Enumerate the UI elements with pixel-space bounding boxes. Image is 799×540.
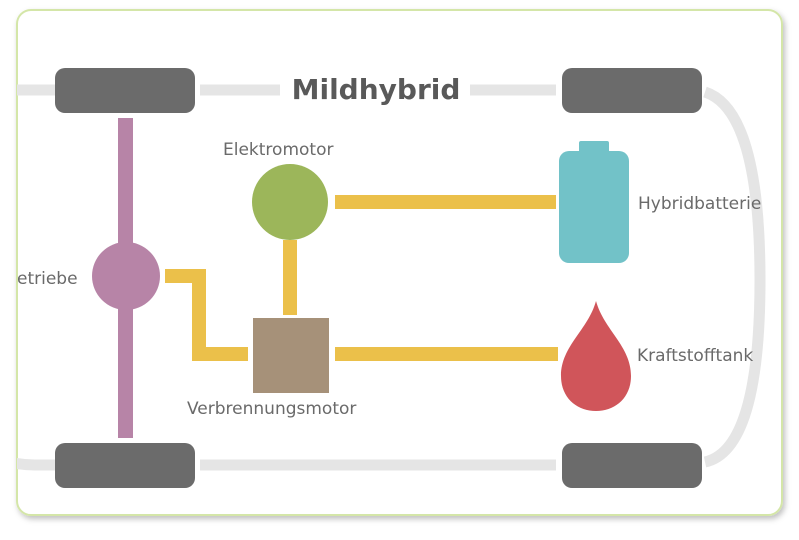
- wheel-rear-left: [55, 443, 195, 488]
- label-verbrennungsmotor: Verbrennungsmotor: [187, 399, 356, 419]
- battery-icon: [559, 141, 629, 263]
- diagram-content: Mildhybrid etriebe Elektromotor Verbrenn…: [17, 68, 766, 488]
- battery-body: [559, 151, 629, 263]
- label-kraftstofftank: Kraftstofftank: [637, 346, 753, 366]
- transmission-node: [92, 242, 160, 310]
- label-elektromotor: Elektromotor: [223, 140, 333, 160]
- title-backing: [283, 70, 468, 110]
- electric-motor-node: [252, 164, 328, 240]
- combustion-engine-node: [253, 318, 329, 393]
- chassis-left-curve: [17, 450, 60, 471]
- wheel-front-right: [562, 68, 702, 113]
- energy-links: [165, 195, 558, 361]
- fuel-drop-icon: [561, 301, 631, 411]
- wheel-front-left: [55, 68, 195, 113]
- link-transmission-engine: [165, 269, 248, 361]
- label-hybridbatterie: Hybridbatterie: [638, 194, 761, 214]
- label-getriebe: etriebe: [17, 269, 78, 289]
- wheel-rear-right: [562, 443, 702, 488]
- chassis-right-curve: [702, 86, 766, 468]
- diagram-title: Mildhybrid: [292, 73, 461, 106]
- chassis-outline: [17, 84, 766, 471]
